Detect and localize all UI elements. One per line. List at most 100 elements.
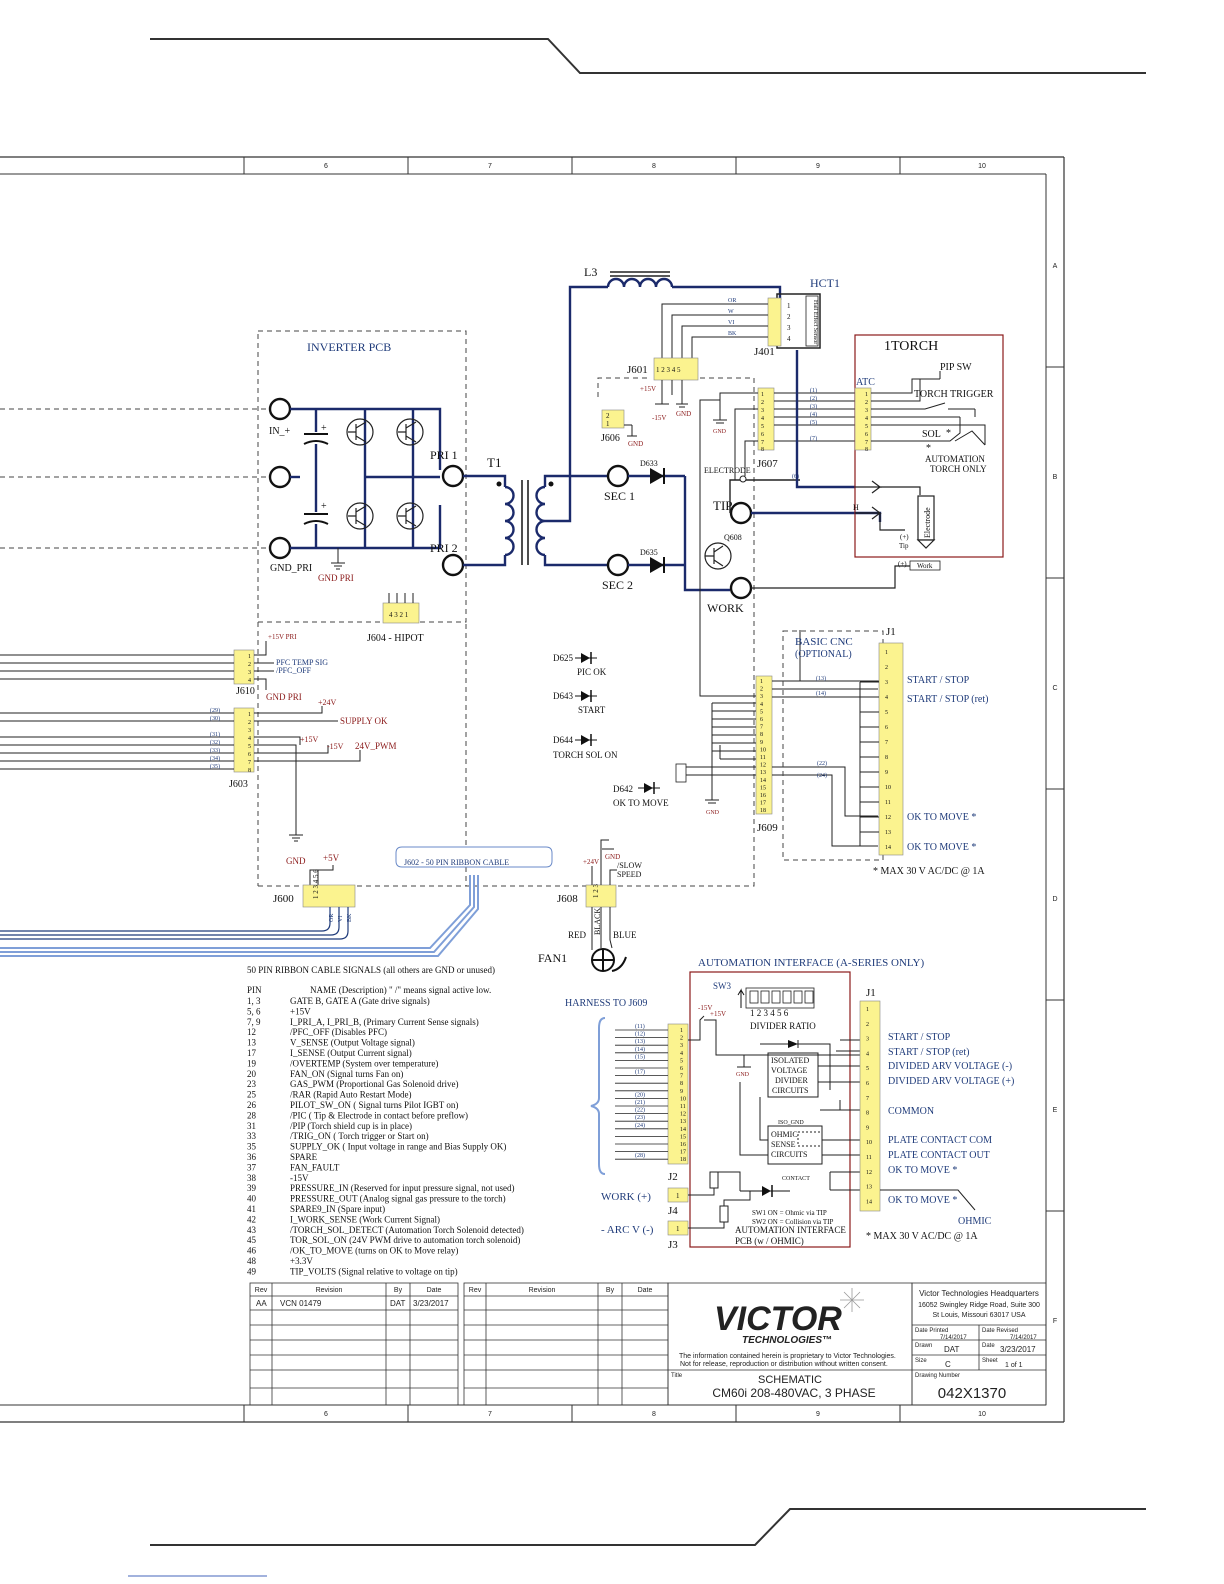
j2-wires — [615, 1029, 668, 1160]
auto-pc-com: PLATE CONTACT COM — [888, 1135, 992, 1146]
ohmic-label: CIRCUITS — [771, 1150, 807, 1159]
j401-pin: 4 — [787, 335, 791, 343]
title-block — [249, 1282, 1047, 1406]
signal-pin: 12 — [247, 1027, 256, 1037]
fan-icon — [591, 948, 627, 972]
j603-supply-ok: SUPPLY OK — [340, 716, 388, 726]
tb-label: Sheet — [982, 1358, 998, 1364]
tb-label: Size — [915, 1358, 927, 1364]
atc-pin: 2 — [865, 400, 868, 406]
j401-connector — [767, 297, 782, 347]
col-label-bottom: 8 — [652, 1411, 656, 1418]
j609-pin: 17 — [760, 801, 766, 807]
j608-label: J608 — [557, 893, 578, 905]
j601-connector — [653, 357, 699, 381]
signal-pin: 7, 9 — [247, 1017, 261, 1027]
j2-wire-label: (22) — [635, 1107, 645, 1114]
j600-wire: VI — [338, 916, 344, 922]
signal-pin: 42 — [247, 1214, 256, 1224]
signal-pin: 26 — [247, 1100, 257, 1110]
j603-wire-label: (30) — [210, 715, 220, 722]
secondary-outline — [597, 377, 650, 397]
rev-header: Date — [638, 1287, 653, 1294]
signal-pin: 19 — [247, 1058, 257, 1068]
j606-connector — [601, 409, 625, 429]
tb-value: 7/14/2017 — [1010, 1335, 1037, 1341]
signal-name: SUPPLY_OK ( Input voltage in range and B… — [290, 1142, 506, 1152]
j610-connector — [233, 649, 255, 685]
ohmic-label: OHMIC — [771, 1130, 798, 1139]
j607-wire-label: (6) — [792, 473, 799, 480]
j603-pin: 1 — [248, 712, 251, 718]
auto-j1-pin: 11 — [866, 1155, 872, 1161]
cnc-j1-pin: 8 — [885, 755, 888, 761]
j607-pin: 7 — [761, 440, 764, 446]
tb-label: Title — [671, 1373, 683, 1379]
j2-wire-label: (28) — [635, 1152, 645, 1159]
cnc-ok2: OK TO MOVE * — [907, 842, 976, 853]
torch-trigger-label: TORCH TRIGGER — [914, 389, 994, 400]
harness-brace — [590, 1017, 606, 1175]
arc-inputs-wires — [688, 1171, 751, 1229]
j609-pin: 18 — [760, 808, 766, 814]
rev-cell: VCN 01479 — [280, 1299, 322, 1308]
cnc-j1-pin: 2 — [885, 665, 888, 671]
tip-label: TIP — [713, 498, 733, 513]
rev-header: By — [394, 1287, 403, 1294]
basic-cnc-outline — [782, 630, 884, 861]
auto-j1-pin: 5 — [866, 1066, 869, 1072]
auto-div-plus: DIVIDED ARV VOLTAGE (+) — [888, 1076, 1014, 1087]
j2-wire-label: (17) — [635, 1069, 645, 1076]
signal-name: FAN_FAULT — [290, 1162, 340, 1172]
j600-wire: BK — [347, 913, 353, 922]
signal-name: PILOT_SW_ON ( Signal turns Pilot IGBT on… — [290, 1100, 458, 1110]
j607-wire-label: (5) — [810, 419, 817, 426]
sw3-positions: 1 2 3 4 5 6 — [750, 1008, 789, 1018]
torch-switches — [871, 371, 986, 446]
signal-name: /OK_TO_MOVE (turns on OK to Move relay) — [290, 1246, 458, 1256]
col-label-bottom: 7 — [488, 1411, 492, 1418]
sw-note: SW2 ON = Collision via TIP — [752, 1218, 834, 1226]
j609-pin: 2 — [760, 687, 763, 693]
j610-gnd: GND PRI — [266, 692, 302, 702]
atc-pin: 8 — [865, 447, 868, 453]
rev-header: Rev — [255, 1287, 268, 1294]
tip-terminal — [729, 501, 753, 525]
tb-label: Date Revised — [982, 1328, 1018, 1334]
j609-pin: 10 — [760, 747, 766, 753]
proprietary-note: Not for release, reproduction or distrib… — [680, 1361, 888, 1368]
j603-pin: 5 — [248, 744, 251, 750]
d635-label: D635 — [640, 548, 658, 557]
signal-pin: 43 — [247, 1225, 257, 1235]
input-dashed-lines — [0, 408, 268, 549]
cnc-max: * MAX 30 V AC/DC @ 1A — [873, 866, 985, 877]
work-input-label: WORK (+) — [601, 1191, 651, 1203]
led-label: PIC OK — [577, 667, 607, 677]
auto-j1-pin: 14 — [866, 1199, 872, 1205]
j2-connector — [667, 1023, 689, 1165]
signal-pin: 38 — [247, 1173, 257, 1183]
t1-label: T1 — [487, 455, 501, 470]
sol-star: * — [946, 428, 951, 439]
j603-pin: 7 — [248, 760, 251, 766]
col-label-top: 8 — [652, 163, 656, 170]
j607-connector — [757, 387, 775, 451]
tb-label: Drawing Number — [915, 1373, 960, 1379]
hct1-label: HCT1 — [810, 276, 840, 290]
j607-pin: 5 — [761, 424, 764, 430]
status-leds: D625 PIC OK D643 START D644 TORCH SOL ON… — [553, 652, 669, 808]
automation-star: * — [926, 443, 931, 454]
signal-name: SPARE9_IN (Spare input) — [290, 1204, 385, 1214]
atc-label: ATC — [856, 377, 875, 388]
signal-pin: 48 — [247, 1256, 257, 1266]
col-label-top: 10 — [978, 163, 986, 170]
j401-pin: 1 — [787, 302, 791, 310]
signal-pin: 5, 6 — [247, 1006, 261, 1016]
j606-label: J606 — [601, 433, 620, 444]
drawing-number: 042X1370 — [938, 1385, 1006, 1402]
pri2-terminal — [441, 553, 465, 577]
j2-pin: 9 — [680, 1089, 683, 1095]
j609-pin: 1 — [760, 679, 763, 685]
j603-wires — [0, 706, 361, 835]
